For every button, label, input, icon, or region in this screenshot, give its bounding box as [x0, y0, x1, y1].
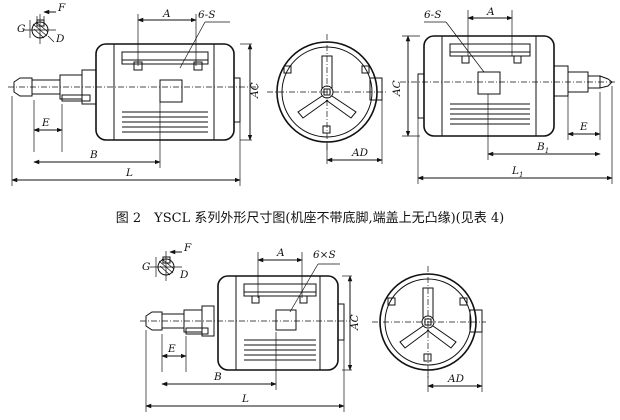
dim-label-B-2: B — [213, 371, 222, 383]
dim-label-S: 6-S — [198, 9, 215, 21]
dim-label-L-2: L — [241, 393, 249, 405]
dim-label-AD: AD — [351, 147, 369, 159]
motor-body — [95, 43, 241, 141]
motor-body-2 — [217, 275, 345, 371]
dim-label-S-2: 6×S — [313, 249, 336, 261]
dim-label-B1-main: B — [536, 141, 545, 153]
fig1-end-view — [267, 34, 387, 164]
dim-label-S-right: 6-S — [424, 9, 441, 21]
figure-caption: 图 2 YSCL 系列外形尺寸图(机座不带底脚,端盖上无凸缘)(见表 4) — [115, 211, 505, 226]
dim-label-E-2: E — [167, 343, 176, 355]
dim-label-D: D — [55, 33, 65, 45]
fig2-end-view — [372, 266, 486, 392]
dim-label-F: F — [57, 2, 66, 14]
fig1-left-dimensions — [11, 14, 253, 186]
dim-label-L1: L1 — [511, 165, 523, 179]
key-section-detail — [24, 9, 56, 44]
fig2-side-dimensions — [145, 252, 353, 412]
dim-label-L1-main: L — [511, 165, 519, 177]
dim-label-B: B — [89, 149, 98, 161]
dim-label-E: E — [41, 117, 50, 129]
dim-label-A-2: A — [276, 247, 285, 259]
motor-shaft-right — [400, 65, 616, 97]
dim-label-L1-sub: 1 — [519, 171, 523, 179]
key-section-detail-2 — [150, 249, 182, 281]
dim-label-F-2: F — [183, 242, 192, 254]
motor-shaft — [8, 69, 260, 105]
dim-label-AC-2: AC — [349, 314, 361, 331]
fig2-side-view — [140, 249, 353, 412]
dim-label-G: G — [17, 23, 25, 35]
dim-label-A: A — [162, 8, 171, 20]
dim-label-A-right: A — [486, 6, 495, 18]
dim-label-AC: AC — [249, 82, 261, 99]
fig1-left-view: F G D — [8, 2, 261, 186]
dim-label-B1-sub: 1 — [545, 147, 549, 155]
motor-body-right — [417, 35, 555, 137]
dim-label-AD-2: AD — [447, 373, 465, 385]
dim-label-E-right: E — [579, 121, 588, 133]
dim-label-L: L — [125, 167, 133, 179]
fig1-right-view — [400, 10, 616, 184]
dim-label-AC-right: AC — [391, 80, 403, 97]
fig1-right-dimensions — [402, 10, 613, 184]
dim-label-G-2: G — [142, 261, 150, 273]
dim-label-B1: B1 — [536, 141, 549, 155]
motor-shaft-2 — [140, 305, 350, 337]
dim-label-D-2: D — [179, 269, 189, 281]
